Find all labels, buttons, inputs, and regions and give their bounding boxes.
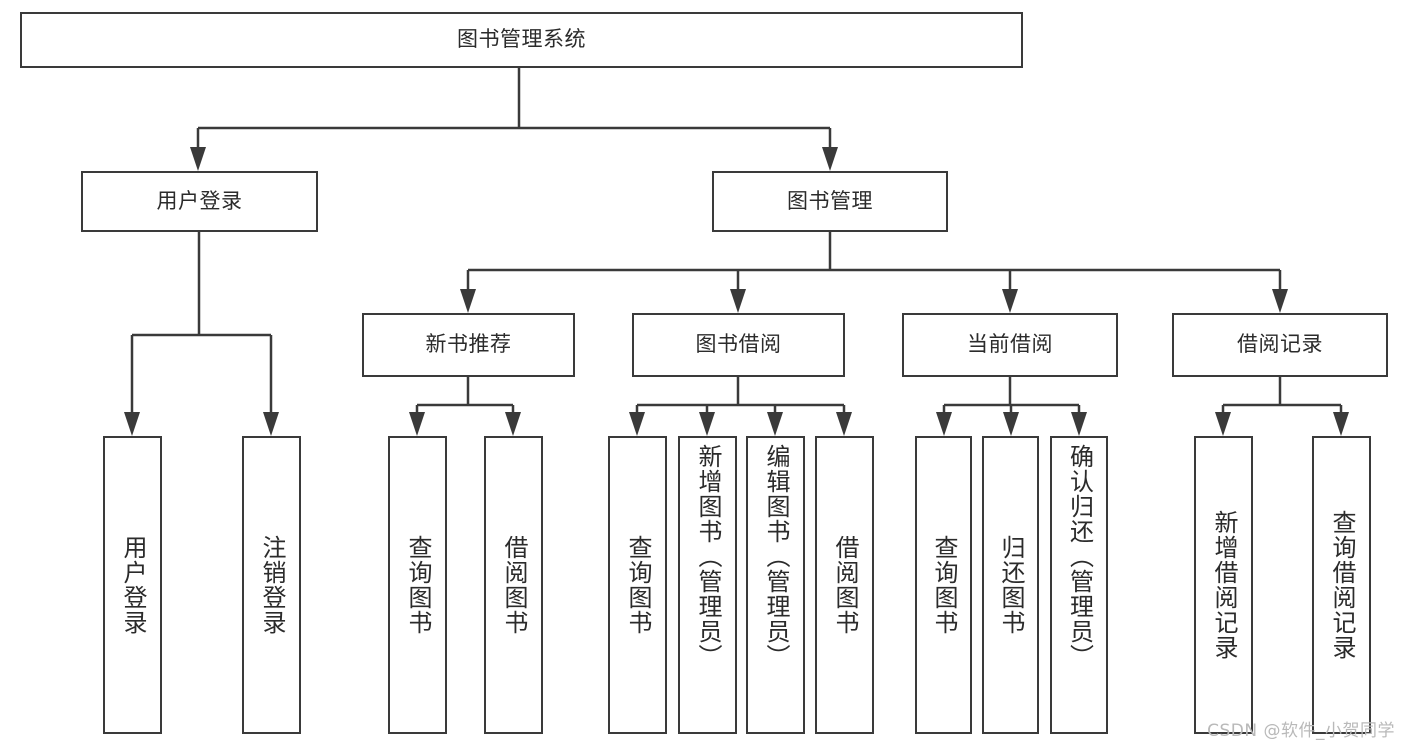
node-user-login[interactable]: 用户登录 — [81, 171, 318, 232]
arrow-to-user-login — [190, 147, 206, 171]
arrow-to-new-book-rec — [460, 289, 476, 313]
watermark: CSDN @软件_小贺同学 — [1207, 721, 1395, 741]
node-leaf-edit-book[interactable]: 编辑图书（管理员） — [746, 436, 805, 734]
arrow-to-leaf-confirm-return — [1071, 412, 1087, 436]
arrow-to-leaf-logout — [263, 412, 279, 436]
arrow-to-book-manage — [822, 147, 838, 171]
node-root[interactable]: 图书管理系统 — [20, 12, 1023, 68]
node-leaf-query-book-2[interactable]: 查询图书 — [608, 436, 667, 734]
arrow-to-leaf-query-book-1 — [409, 412, 425, 436]
node-leaf-confirm-return[interactable]: 确认归还（管理员） — [1050, 436, 1108, 734]
arrow-to-leaf-query-record — [1333, 412, 1349, 436]
arrow-to-leaf-query-book-2 — [629, 412, 645, 436]
arrow-to-leaf-add-record — [1215, 412, 1231, 436]
node-leaf-add-record[interactable]: 新增借阅记录 — [1194, 436, 1253, 734]
node-leaf-logout-label: 注销登录 — [257, 535, 286, 635]
arrow-to-leaf-user-login — [124, 412, 140, 436]
node-leaf-query-book-1[interactable]: 查询图书 — [388, 436, 447, 734]
node-leaf-query-record[interactable]: 查询借阅记录 — [1312, 436, 1371, 734]
node-root-label: 图书管理系统 — [457, 27, 586, 52]
arrow-to-leaf-edit-book — [767, 412, 783, 436]
node-leaf-logout[interactable]: 注销登录 — [242, 436, 301, 734]
node-borrow-record[interactable]: 借阅记录 — [1172, 313, 1388, 377]
node-leaf-borrow-book-2-label: 借阅图书 — [830, 535, 859, 635]
node-leaf-borrow-book-1-label: 借阅图书 — [499, 535, 528, 635]
node-book-borrow-label: 图书借阅 — [695, 332, 782, 357]
node-book-manage[interactable]: 图书管理 — [712, 171, 948, 232]
arrow-to-leaf-borrow-book-1 — [505, 412, 521, 436]
node-leaf-user-login-label: 用户登录 — [118, 535, 147, 635]
node-leaf-confirm-return-label: 确认归还（管理员） — [1065, 444, 1094, 669]
node-leaf-edit-book-label: 编辑图书（管理员） — [761, 444, 790, 669]
node-user-login-label: 用户登录 — [156, 188, 243, 213]
arrow-to-leaf-borrow-book-2 — [836, 412, 852, 436]
arrow-to-book-borrow — [730, 289, 746, 313]
arrow-to-leaf-return-book — [1003, 412, 1019, 436]
node-borrow-record-label: 借阅记录 — [1237, 332, 1323, 357]
node-leaf-query-book-1-label: 查询图书 — [403, 535, 432, 635]
arrow-to-leaf-add-book — [699, 412, 715, 436]
node-leaf-query-book-2-label: 查询图书 — [623, 535, 652, 635]
arrow-to-borrow-record — [1272, 289, 1288, 313]
node-leaf-add-record-label: 新增借阅记录 — [1209, 510, 1238, 660]
node-leaf-add-book[interactable]: 新增图书（管理员） — [678, 436, 737, 734]
node-new-book-rec[interactable]: 新书推荐 — [362, 313, 575, 377]
node-current-borrow-label: 当前借阅 — [967, 332, 1053, 357]
node-leaf-query-record-label: 查询借阅记录 — [1327, 510, 1356, 660]
node-leaf-borrow-book-1[interactable]: 借阅图书 — [484, 436, 543, 734]
node-leaf-return-book[interactable]: 归还图书 — [982, 436, 1039, 734]
arrow-to-current-borrow — [1002, 289, 1018, 313]
node-new-book-rec-label: 新书推荐 — [425, 332, 512, 357]
node-leaf-add-book-label: 新增图书（管理员） — [693, 444, 722, 669]
node-current-borrow[interactable]: 当前借阅 — [902, 313, 1118, 377]
node-leaf-user-login[interactable]: 用户登录 — [103, 436, 162, 734]
node-book-manage-label: 图书管理 — [787, 188, 873, 213]
node-leaf-borrow-book-2[interactable]: 借阅图书 — [815, 436, 874, 734]
arrow-to-leaf-query-book-3 — [936, 412, 952, 436]
node-leaf-query-book-3[interactable]: 查询图书 — [915, 436, 972, 734]
node-leaf-return-book-label: 归还图书 — [996, 535, 1025, 635]
node-leaf-query-book-3-label: 查询图书 — [929, 535, 958, 635]
node-book-borrow[interactable]: 图书借阅 — [632, 313, 845, 377]
